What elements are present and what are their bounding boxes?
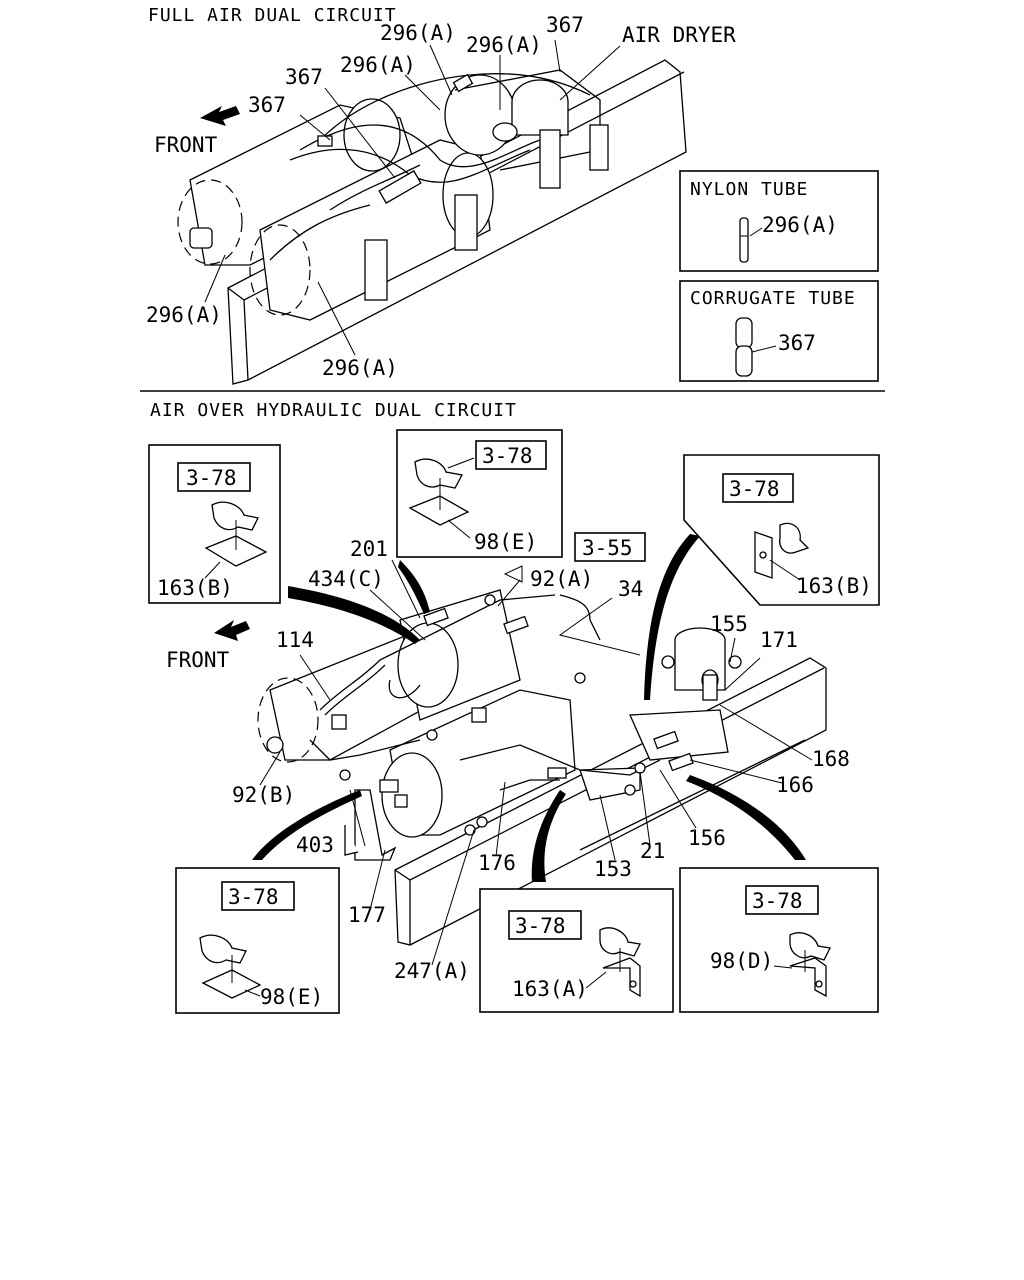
detail-box-5-part: 163(A) — [512, 977, 588, 1001]
callout-296a-top-1: 296(A) — [380, 21, 456, 45]
callout-92b: 92(B) — [232, 783, 295, 807]
callout-247a: 247(A) — [394, 959, 470, 983]
leader-lines-top — [204, 39, 621, 356]
callout-21: 21 — [640, 839, 665, 863]
callout-114: 114 — [276, 628, 314, 652]
callout-296a-bottom: 296(A) — [322, 356, 398, 380]
callout-296a-top-2: 296(A) — [466, 33, 542, 57]
detail-box-1-part: 163(B) — [157, 576, 233, 600]
detail-box-4-ref: 3-78 — [228, 885, 279, 909]
tubing-top — [269, 73, 591, 261]
detail-box-6: 3-78 98(D) — [679, 867, 879, 1013]
front-label-bottom: FRONT — [166, 648, 230, 672]
detail-box-2: 3-78 98(E) — [396, 429, 563, 558]
legend-corrugate-part: 367 — [778, 331, 816, 355]
air-tank-rear — [249, 139, 494, 321]
detail-box-4-part: 98(E) — [260, 985, 323, 1009]
air-tank-lower — [381, 689, 576, 838]
leader-lines-bottom — [259, 559, 813, 966]
callout-367-mid: 367 — [285, 65, 323, 89]
callout-166: 166 — [776, 773, 814, 797]
legend-nylon-part: 296(A) — [762, 213, 838, 237]
detail-box-3-ref: 3-78 — [729, 477, 780, 501]
callout-296a-bottom-left: 296(A) — [146, 303, 222, 327]
legend-corrugate-title: CORRUGATE TUBE — [690, 288, 856, 309]
section-title-full-air: FULL AIR DUAL CIRCUIT — [148, 5, 397, 26]
front-label-top: FRONT — [154, 133, 218, 157]
callout-177: 177 — [348, 903, 386, 927]
callout-434c: 434(C) — [308, 567, 384, 591]
air-dryer-bottom — [674, 627, 726, 701]
callout-296a-mid: 296(A) — [340, 53, 416, 77]
callout-367-left: 367 — [248, 93, 286, 117]
front-arrow-top-icon — [200, 106, 240, 126]
detail-box-1: 3-78 163(B) — [148, 444, 281, 604]
detail-box-2-part: 98(E) — [474, 530, 537, 554]
detail-box-3: 3-78 163(B) — [683, 454, 880, 606]
callout-367-top: 367 — [546, 13, 584, 37]
detail-pointers — [252, 534, 806, 882]
air-dryer-label: AIR DRYER — [622, 23, 736, 47]
callout-403: 403 — [296, 833, 334, 857]
detail-box-5-ref: 3-78 — [515, 914, 566, 938]
section-title-air-hydraulic: AIR OVER HYDRAULIC DUAL CIRCUIT — [150, 400, 517, 421]
callout-92a: 92(A) — [530, 567, 593, 591]
ref-3-55: 3-55 — [582, 536, 633, 560]
detail-box-6-ref: 3-78 — [752, 889, 803, 913]
callout-92a-arrow — [503, 565, 523, 583]
callout-171: 171 — [760, 628, 798, 652]
legend-nylon-tube: NYLON TUBE 296(A) — [679, 170, 879, 272]
legend-corrugate-tube: CORRUGATE TUBE 367 — [679, 280, 879, 382]
detail-box-1-ref: 3-78 — [186, 466, 237, 490]
detail-box-2-ref: 3-78 — [482, 444, 533, 468]
callout-168: 168 — [812, 747, 850, 771]
callout-156: 156 — [688, 826, 726, 850]
callout-153: 153 — [594, 857, 632, 881]
detail-box-5: 3-78 163(A) — [479, 888, 674, 1013]
detail-box-3-part: 163(B) — [796, 574, 872, 598]
piping-bottom — [266, 594, 742, 836]
frame-rail-top — [227, 59, 687, 385]
callout-34: 34 — [618, 577, 643, 601]
detail-box-6-part: 98(D) — [710, 949, 773, 973]
callout-176: 176 — [478, 851, 516, 875]
air-dryer — [492, 79, 609, 189]
ref-box-3-55 — [574, 532, 646, 562]
front-arrow-bottom-icon — [214, 620, 250, 641]
callout-201: 201 — [350, 537, 388, 561]
detail-box-4: 3-78 98(E) — [175, 867, 340, 1014]
legend-nylon-title: NYLON TUBE — [690, 179, 808, 200]
callout-155: 155 — [710, 612, 748, 636]
